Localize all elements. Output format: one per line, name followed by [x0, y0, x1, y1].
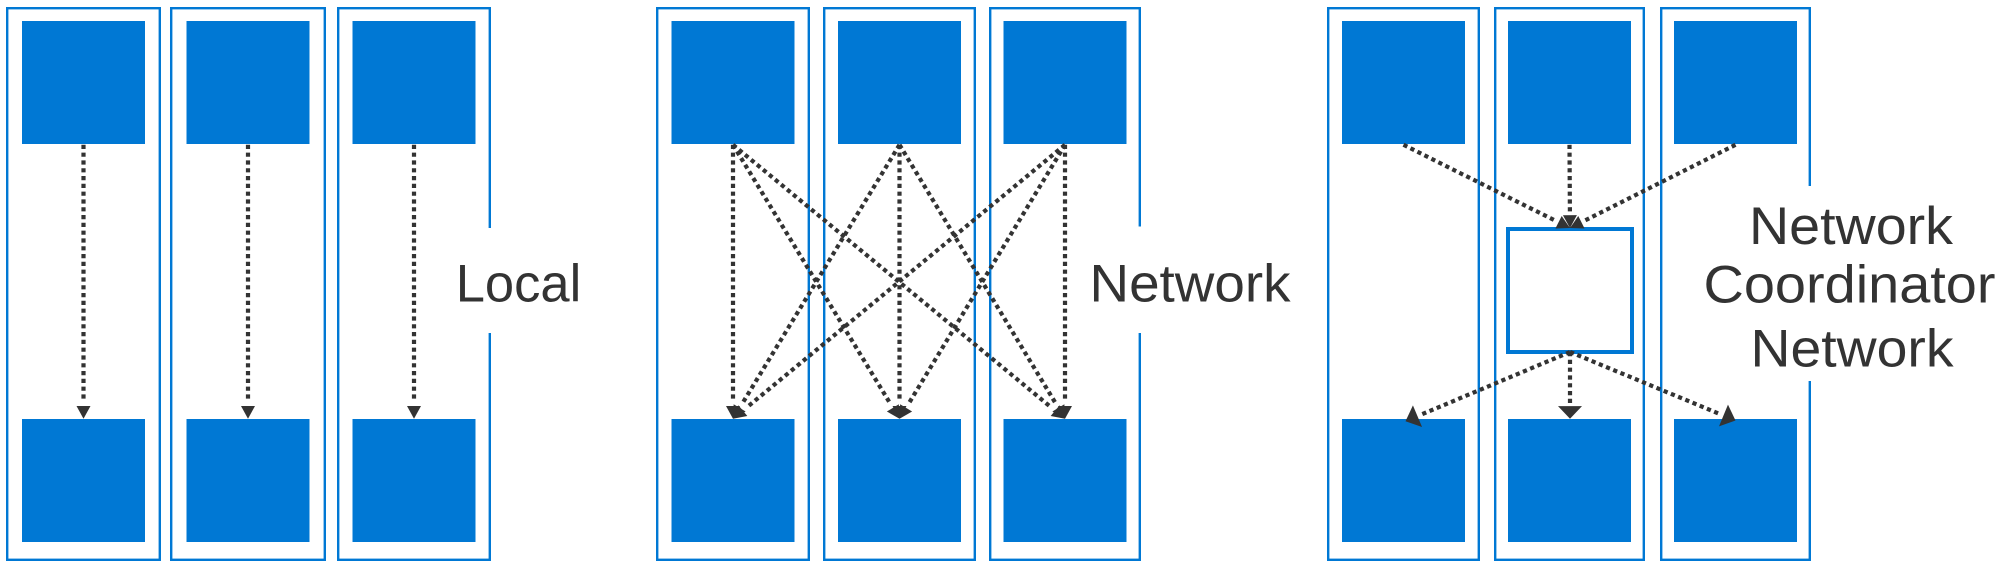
svg-text:Network: Network [1749, 197, 1954, 256]
svg-text:Network: Network [1751, 319, 1955, 378]
svg-text:Local: Local [456, 255, 582, 314]
svg-text:Network: Network [1090, 255, 1292, 314]
svg-text:Coordinator: Coordinator [1704, 256, 1996, 315]
